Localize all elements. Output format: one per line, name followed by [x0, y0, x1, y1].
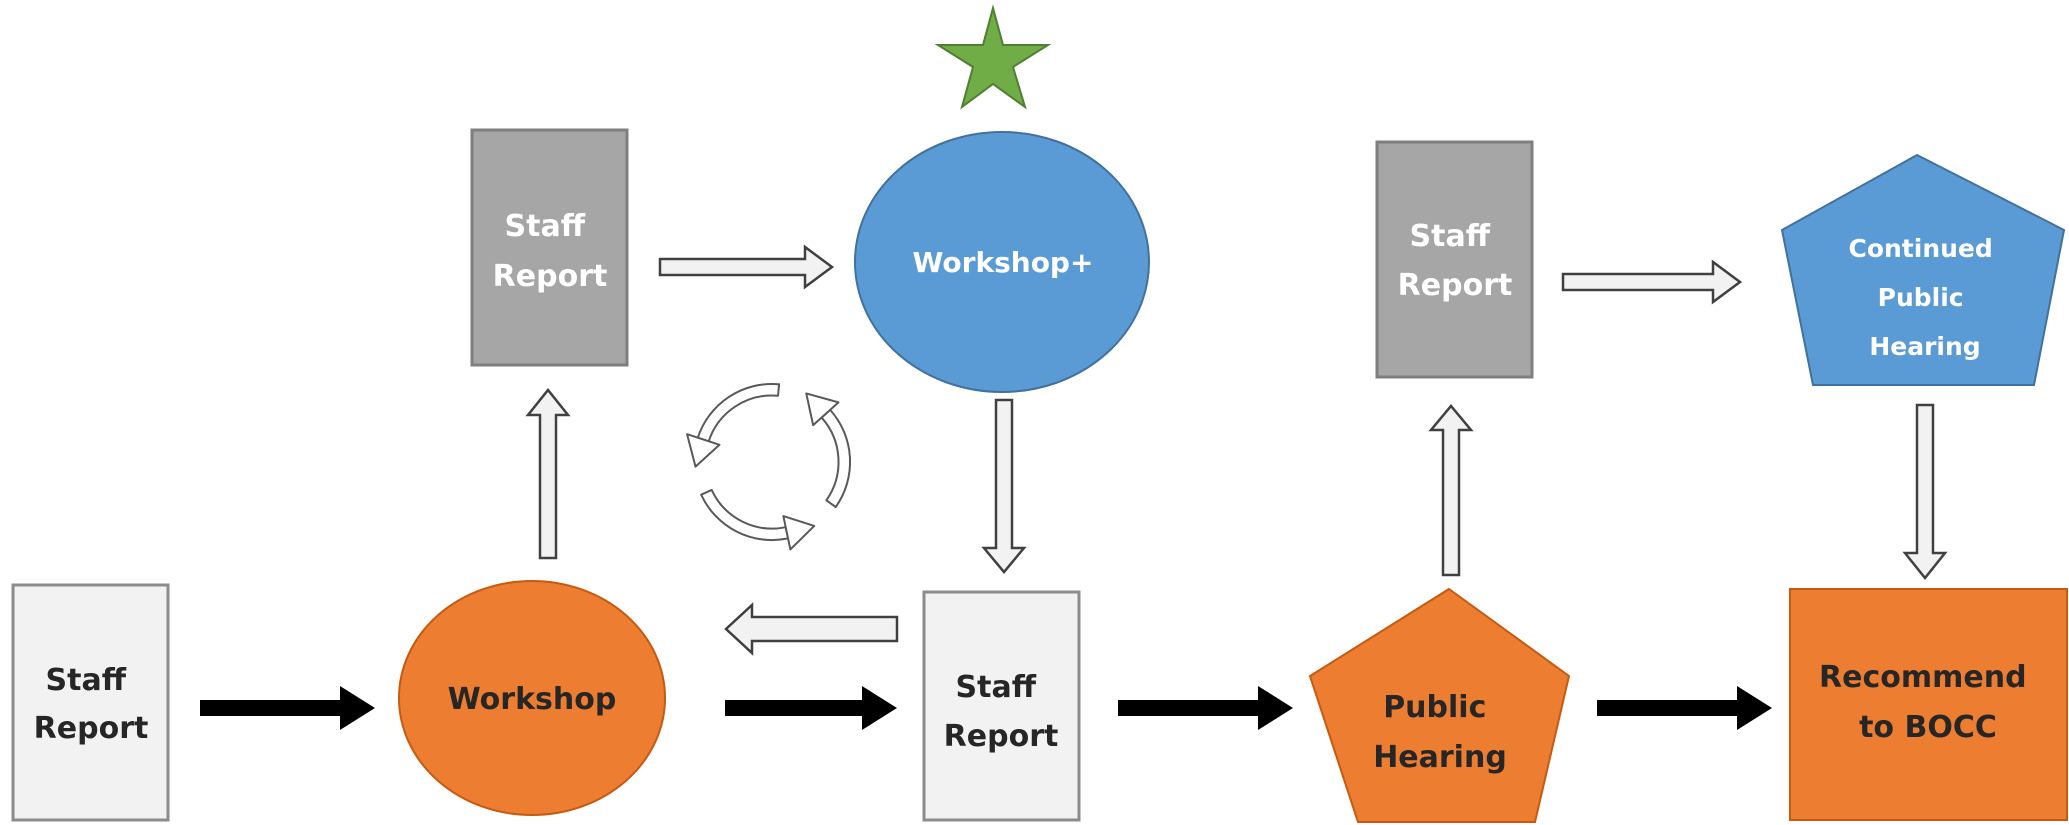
staff-report-middle-box [922, 590, 1081, 822]
recommend-to-bocc-label: Recommend to BOCC [1819, 660, 2037, 745]
recommend-to-bocc-box [1789, 588, 2068, 821]
staff-report-right-label: Staff Report [1398, 219, 1513, 303]
public-hearing-label: Public Hearing [1373, 690, 1507, 775]
public-hearing-pentagon [1308, 587, 1571, 823]
staff-report-right-box [1375, 140, 1534, 379]
cycle-arrows-icon [686, 382, 852, 551]
staff-report-middle-label: Staff Report [944, 670, 1059, 754]
workshop-plus-label: Workshop+ [913, 246, 1094, 279]
arrow-public-hearing-to-staff-report-right [1428, 404, 1474, 577]
arrow-staff-report-middle-to-workshop [724, 602, 899, 656]
staff-report-upper-label: Staff Report [493, 209, 608, 294]
workshop-ellipse [398, 580, 666, 816]
continued-public-hearing-pentagon [1780, 153, 2066, 386]
arrow-public-hearing-to-recommend [1597, 686, 1772, 730]
workshop-plus-ellipse [854, 131, 1150, 393]
arrow-workshop-plus-to-staff-report-middle [981, 398, 1027, 574]
staff-report-start-box [11, 583, 170, 822]
continued-public-hearing-label: Continued Public Hearing [1848, 234, 2001, 361]
arrow-staff-report-to-workshop [200, 686, 375, 730]
workshop-label: Workshop [448, 682, 617, 717]
arrow-staff-report-right-to-continued [1561, 259, 1743, 305]
arrow-continued-to-recommend [1902, 403, 1948, 581]
arrow-workshop-to-staff-report [725, 686, 897, 730]
arrow-staff-report-to-public-hearing [1118, 686, 1293, 730]
staff-report-start-label: Staff Report [34, 663, 149, 746]
star-icon [934, 4, 1052, 110]
staff-report-upper-box [470, 128, 629, 367]
arrow-workshop-to-staff-report-upper [525, 387, 571, 560]
arrow-staff-report-upper-to-workshop-plus [658, 244, 835, 290]
